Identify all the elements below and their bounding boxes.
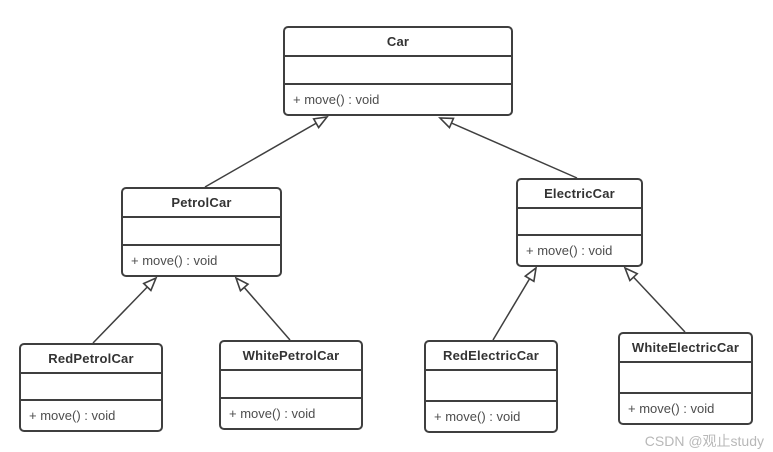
class-attributes-petrolcar xyxy=(123,218,280,246)
generalization-redpetrolcar-to-petrolcar xyxy=(92,278,156,344)
class-box-car: Car + move() : void xyxy=(283,26,513,116)
class-box-petrolcar: PetrolCar + move() : void xyxy=(121,187,282,277)
class-attributes-redpetrolcar xyxy=(21,374,161,401)
class-box-redelectriccar: RedElectricCar + move() : void xyxy=(424,340,558,433)
class-box-electriccar: ElectricCar + move() : void xyxy=(516,178,643,267)
class-attributes-redelectriccar xyxy=(426,371,556,402)
class-method-redpetrolcar: + move() : void xyxy=(29,408,116,423)
class-box-redpetrolcar: RedPetrolCar + move() : void xyxy=(19,343,163,432)
generalization-whiteelectriccar-to-electriccar xyxy=(625,268,686,333)
class-method-whiteelectriccar: + move() : void xyxy=(628,401,715,416)
class-method-electriccar: + move() : void xyxy=(526,243,613,258)
class-method-whitepetrolcar: + move() : void xyxy=(229,406,316,421)
class-attributes-car xyxy=(285,57,511,85)
class-name-car: Car xyxy=(285,28,511,57)
class-name-whitepetrolcar: WhitePetrolCar xyxy=(221,342,361,371)
class-box-whiteelectriccar: WhiteElectricCar + move() : void xyxy=(618,332,753,425)
class-name-redelectriccar: RedElectricCar xyxy=(426,342,556,371)
class-method-redelectriccar: + move() : void xyxy=(434,409,521,424)
generalization-redelectriccar-to-electriccar xyxy=(492,268,536,341)
class-name-electriccar: ElectricCar xyxy=(518,180,641,209)
class-name-redpetrolcar: RedPetrolCar xyxy=(21,345,161,374)
class-name-petrolcar: PetrolCar xyxy=(123,189,280,218)
class-box-whitepetrolcar: WhitePetrolCar + move() : void xyxy=(219,340,363,430)
generalization-electriccar-to-car xyxy=(440,118,578,179)
class-attributes-whiteelectriccar xyxy=(620,363,751,394)
csdn-watermark: CSDN @观止study xyxy=(644,433,764,449)
class-attributes-whitepetrolcar xyxy=(221,371,361,399)
class-method-car: + move() : void xyxy=(293,92,380,107)
generalization-whitepetrolcar-to-petrolcar xyxy=(236,278,291,341)
generalization-petrolcar-to-car xyxy=(204,117,327,188)
class-name-whiteelectriccar: WhiteElectricCar xyxy=(620,334,751,363)
class-method-petrolcar: + move() : void xyxy=(131,253,218,268)
class-attributes-electriccar xyxy=(518,209,641,236)
